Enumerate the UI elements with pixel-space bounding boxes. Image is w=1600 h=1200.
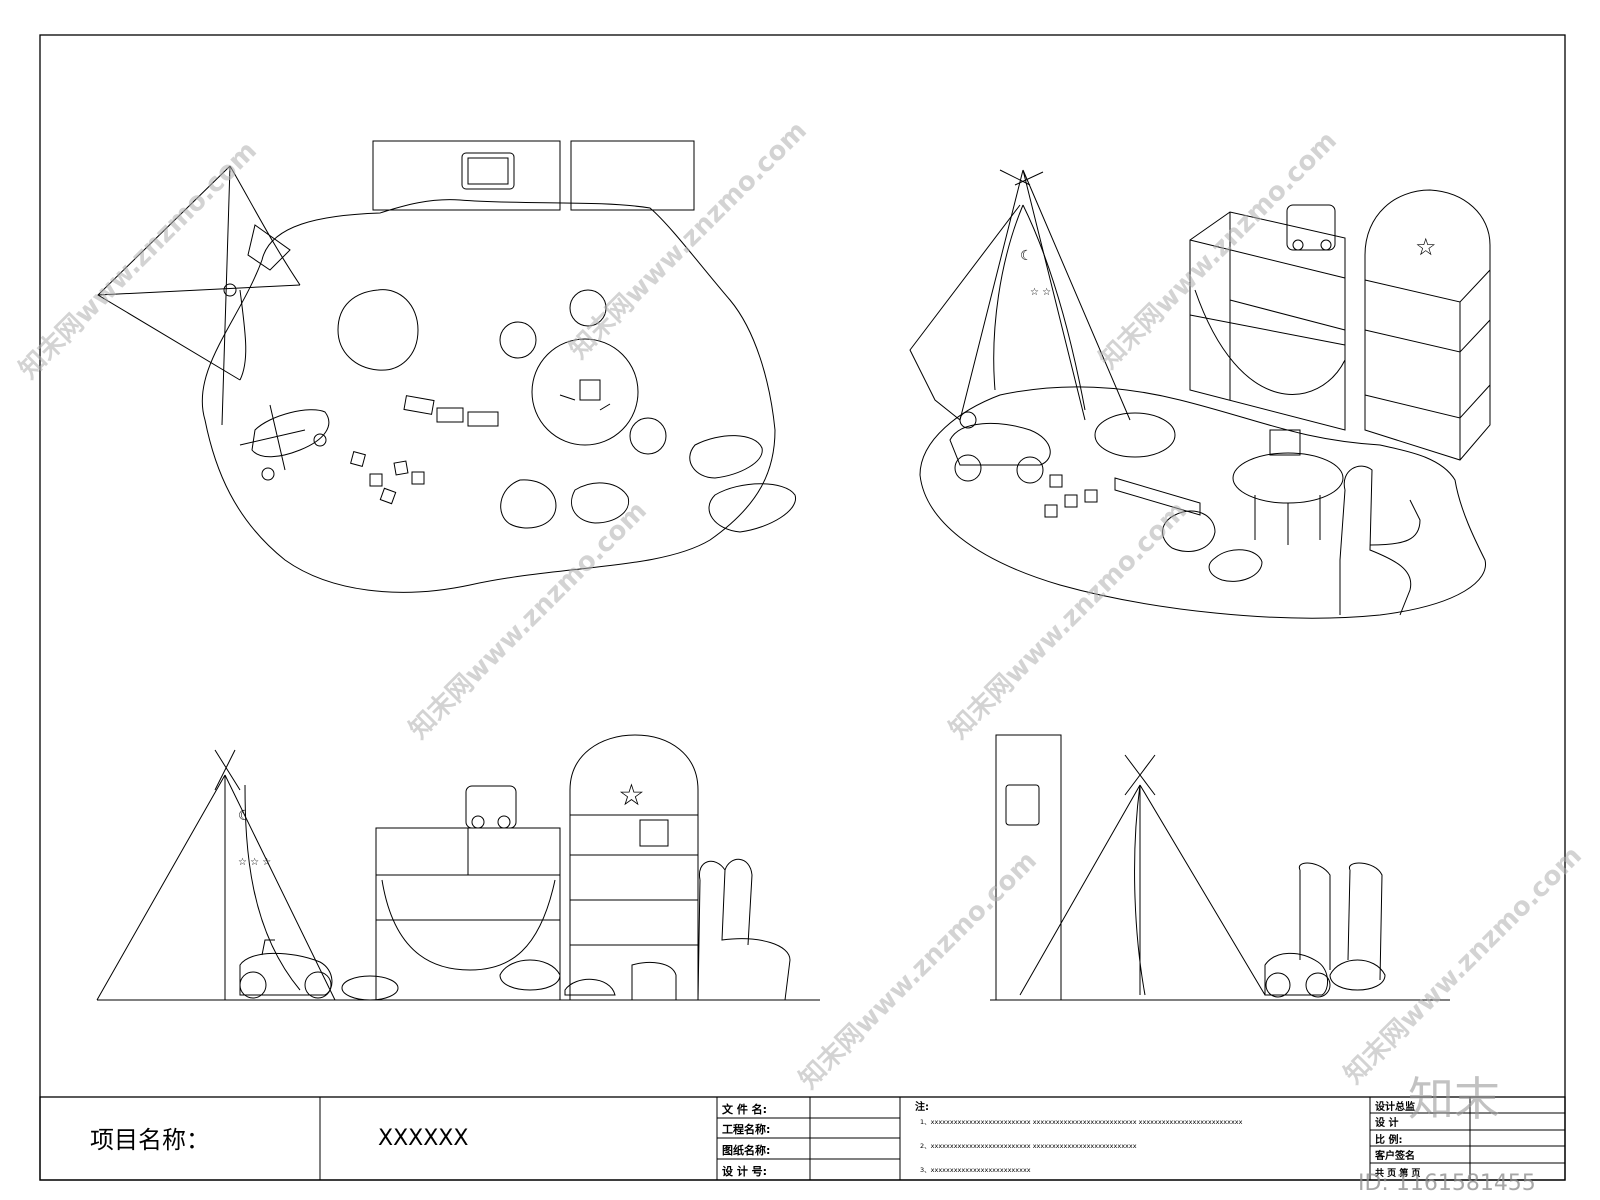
stool-plan-2 bbox=[569, 289, 607, 327]
drawing-name-label: 图纸名称: bbox=[722, 1143, 770, 1157]
stool-plan-1 bbox=[499, 321, 537, 359]
arched-bookcase-perspective: ☆ bbox=[1364, 189, 1491, 461]
cabinet-plan-2 bbox=[570, 140, 695, 211]
floor-cushion-perspective bbox=[1094, 412, 1176, 458]
sheep-elevation bbox=[499, 959, 561, 991]
tent-side bbox=[1019, 754, 1266, 996]
ride-on-car-side bbox=[1264, 952, 1331, 998]
sheep-perspective bbox=[1162, 510, 1216, 552]
watermark-logo: 知末 bbox=[1408, 1072, 1500, 1126]
sheep-side bbox=[1329, 959, 1386, 991]
watermark-text-6: 知末网www.znzmo.com bbox=[794, 846, 1043, 1095]
pig-perspective bbox=[1208, 549, 1263, 582]
title-block: 项目名称： XXXXXX 文 件 名: 工程名称: 图纸名称: 设 计 号: 注… bbox=[39, 1096, 1566, 1181]
table-perspective bbox=[1232, 429, 1344, 545]
project-title-label: 工程名称: bbox=[722, 1122, 770, 1136]
pig-plan bbox=[571, 482, 630, 524]
round-table-plan bbox=[531, 338, 639, 446]
note-3: 3、xxxxxxxxxxxxxxxxxxxxxxxxxx bbox=[920, 1166, 1031, 1174]
watermark-id: ID: 1161581455 bbox=[1358, 1171, 1536, 1196]
tent-perspective: ☾ ☆ ☆ bbox=[909, 169, 1131, 421]
tent-elevation: ☾ ☆ ☆ ☆ bbox=[96, 749, 336, 1001]
design-number-label: 设 计 号: bbox=[722, 1164, 767, 1178]
side-elevation bbox=[990, 734, 1450, 1001]
floor-cushion-elevation bbox=[341, 975, 399, 1001]
ride-on-car-perspective bbox=[949, 411, 1051, 484]
bookcase-perspective bbox=[1189, 204, 1346, 431]
note-2: 2、xxxxxxxxxxxxxxxxxxxxxxxxxx xxxxxxxxxxx… bbox=[920, 1142, 1137, 1150]
tent-plan bbox=[97, 165, 301, 426]
project-name-label: 项目名称： bbox=[90, 1126, 210, 1154]
watermark-text-4: 知末网www.znzmo.com bbox=[404, 496, 653, 745]
play-rug-outline bbox=[201, 199, 776, 593]
watermark-text-5: 知末网www.znzmo.com bbox=[944, 496, 1193, 745]
sheep-plan bbox=[500, 479, 557, 529]
alpaca-perspective bbox=[1339, 465, 1421, 616]
cabinet-plan-1 bbox=[372, 140, 561, 211]
perspective-view: ☾ ☆ ☆ ☆ bbox=[909, 169, 1491, 619]
pig-elevation bbox=[564, 978, 616, 996]
note-1: 1、xxxxxxxxxxxxxxxxxxxxxxxxxx xxxxxxxxxxx… bbox=[920, 1118, 1243, 1126]
stool-plan-3 bbox=[629, 417, 667, 455]
svg-text:☆ ☆ ☆: ☆ ☆ ☆ bbox=[238, 857, 271, 868]
svg-text:☆: ☆ bbox=[618, 778, 645, 813]
svg-text:☆: ☆ bbox=[1415, 233, 1437, 261]
round-rug-plan bbox=[337, 289, 419, 371]
ride-on-car-elevation bbox=[239, 939, 333, 999]
design-director-label: 设计总监 bbox=[1375, 1100, 1415, 1113]
designer-label: 设 计 bbox=[1375, 1116, 1398, 1129]
svg-text:☾: ☾ bbox=[1020, 248, 1033, 264]
notes-label: 注: bbox=[915, 1100, 929, 1113]
project-name-value: XXXXXX bbox=[378, 1126, 468, 1151]
client-signature-label: 客户签名 bbox=[1374, 1149, 1415, 1162]
stool-elevation bbox=[631, 962, 677, 1001]
scale-label: 比 例: bbox=[1375, 1133, 1402, 1146]
toy-car-plan bbox=[461, 152, 515, 190]
svg-text:☾: ☾ bbox=[238, 808, 251, 824]
drawing-border bbox=[39, 34, 1566, 1181]
cushion-plan-1 bbox=[689, 435, 763, 479]
arched-bookcase-elevation: ☆ bbox=[569, 734, 699, 1001]
watermark-text-1: 知末网www.znzmo.com bbox=[14, 136, 263, 385]
file-name-label: 文 件 名: bbox=[722, 1102, 767, 1116]
plan-view bbox=[97, 140, 796, 593]
alpaca-side bbox=[1298, 862, 1383, 981]
alpaca-elevation bbox=[697, 858, 791, 1001]
page-count-label: 共 页 第 页 bbox=[1375, 1167, 1420, 1179]
front-elevation: ☾ ☆ ☆ ☆ ☆ bbox=[96, 734, 820, 1001]
watermark-layer: 知末网www.znzmo.com 知末网www.znzmo.com 知末网www… bbox=[14, 116, 1588, 1196]
watermark-text-2: 知末网www.znzmo.com bbox=[564, 116, 813, 365]
cabinet-side bbox=[995, 734, 1062, 1001]
cushion-plan-2 bbox=[708, 483, 796, 533]
perspective-rug-outline bbox=[919, 386, 1487, 619]
ride-on-plane-plan bbox=[239, 404, 330, 481]
bookcase-elevation bbox=[375, 785, 561, 1001]
svg-text:☆ ☆: ☆ ☆ bbox=[1030, 287, 1051, 298]
